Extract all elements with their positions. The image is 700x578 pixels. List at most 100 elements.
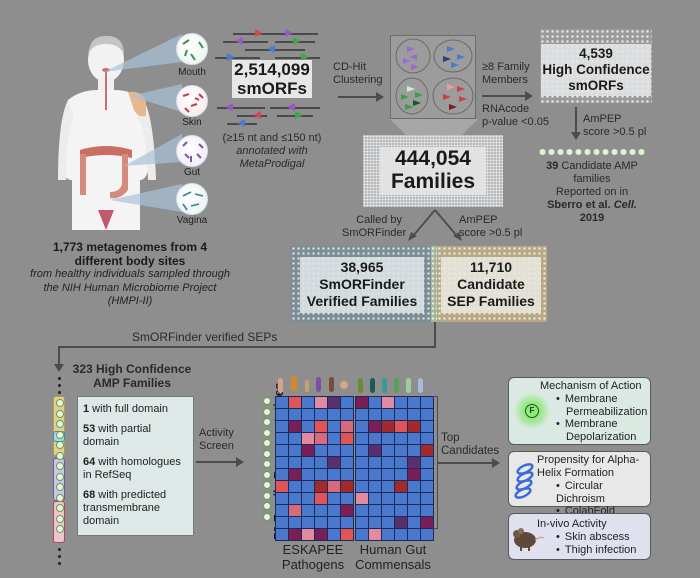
heatmap-cell [369,493,381,504]
heatmap-cell [289,517,301,528]
top-candidates-arrow [438,462,494,464]
heatmap-cell [408,409,420,420]
smorfs-criteria: (≥15 nt and ≤150 nt) annotated with Meta… [212,132,332,171]
heatmap-cell [369,529,381,540]
heatmap-cell [328,493,340,504]
candidates-39-line1: 39 Candidate AMP [527,160,657,173]
heatmap-cell [356,469,368,480]
heatmap-eskapee [275,396,354,541]
heatmap-cell [276,481,288,492]
commensal-icon-1 [358,378,363,393]
heatmap-cell [369,445,381,456]
pathogen-icon-4 [316,377,321,392]
citation-authors: Sberro et al. [547,199,614,211]
top-candidates-arrow-head [492,458,500,468]
heatmap-cell [421,517,433,528]
heatmap-cell [315,517,327,528]
heatmap-cell [289,409,301,420]
commensals-label: Human Gut Commensals [348,542,438,572]
alpha-helix-icon [514,463,534,499]
heatmap-cell [302,493,314,504]
clustering-arrow [338,96,378,98]
commensal-icon-4 [394,378,399,393]
amp-families-box: 1 with full domain 53 with partial domai… [77,396,194,536]
metagenome-caption-italic: from healthy individuals sampled through… [30,268,230,307]
heatmap-cell [421,433,433,444]
annotation-tool: MetaProdigal [239,158,305,170]
heatmap-cell [356,421,368,432]
helix-item-1: Circular Dichroism [556,480,650,505]
heatmap-cell [356,445,368,456]
heatmap-cell [341,505,353,516]
heatmap-cell [341,433,353,444]
site-projection-cones [104,34,182,212]
dots-top [58,377,61,398]
activity-screen-line2: Screen [199,440,234,452]
candidates-39-line3: Reported on in [555,186,629,198]
heatmap-cell [382,505,394,516]
filter-arrow-head [525,91,533,101]
family-member-filter: ≥8 Family Members [482,61,530,87]
heatmap-cell [315,469,327,480]
heatmap-cell [369,397,381,408]
heatmap-cell [395,505,407,516]
top-candidates-bracket [433,396,438,529]
commensals-label-2: Commensals [355,557,431,572]
seps-label: SmORFinder verified SEPs [132,330,278,344]
heatmap-cell [315,409,327,420]
verified-box: 38,965 SmORFinder Verified Families [300,257,424,313]
heatmap-cell [276,409,288,420]
heatmap-cell [421,529,433,540]
heatmap-cell [382,409,394,420]
heatmap-cell [395,481,407,492]
heatmap-cell [289,469,301,480]
sep-count: 11,710 [469,259,513,275]
metagenome-caption: 1,773 metagenomes from 4 different body … [30,240,230,309]
human-body-illustration [58,35,156,230]
moa-item-2: Membrane Depolarization [556,418,648,443]
candidates-39-text: 39 Candidate AMP families Reported on in… [527,160,657,225]
filter-above-1: ≥8 Family [482,61,530,73]
pathogen-icon-1 [278,378,283,393]
verified-count: 38,965 [340,259,384,275]
heatmap-cell [276,517,288,528]
heatmap-cell [276,445,288,456]
helix-title: Propensity for Alpha-Helix Formation [537,454,640,479]
high-confidence-count: 4,539 [579,46,613,61]
heatmap-cell [302,421,314,432]
heatmap-cell [302,445,314,456]
heatmap-cell [328,445,340,456]
amp-item-2-text: with partial domain [83,423,151,448]
smorfs-label: smORFs [237,79,307,98]
heatmap-cell [276,421,288,432]
filter-above-2: Members [482,74,528,86]
heatmap-cell [369,457,381,468]
heatmap-cell [302,517,314,528]
ampep-top-arrow [575,107,577,133]
heatmap-cell [341,421,353,432]
families-count: 444,054 [395,147,471,170]
heatmap-cell [408,457,420,468]
heatmap-cell [315,505,327,516]
activity-screen-label: Activity Screen [199,427,234,453]
heatmap-cell [289,457,301,468]
amp-item-3-text: with homologues in RefSeq [83,456,181,481]
branch-left-2: SmORFinder [342,227,407,239]
family-column [53,396,67,543]
commensal-icon-2 [370,378,375,393]
heatmap-cell [276,529,288,540]
eskapee-label: ESKAPEE Pathogens [268,542,358,572]
heatmap-cell [382,469,394,480]
heatmap-cell [421,481,433,492]
heatmap-cell [408,433,420,444]
heatmap-cell [421,493,433,504]
ampep-top-arrow-head [571,132,581,140]
metagenome-caption-bold: 1,773 metagenomes from 4 different body … [52,240,208,268]
heatmap-cell [408,481,420,492]
heatmap-cell [302,481,314,492]
heatmap-cell [369,409,381,420]
heatmap-cell [315,529,327,540]
pathogen-icon-5 [329,377,334,392]
heatmap-cell [382,397,394,408]
heatmap-cell [328,481,340,492]
